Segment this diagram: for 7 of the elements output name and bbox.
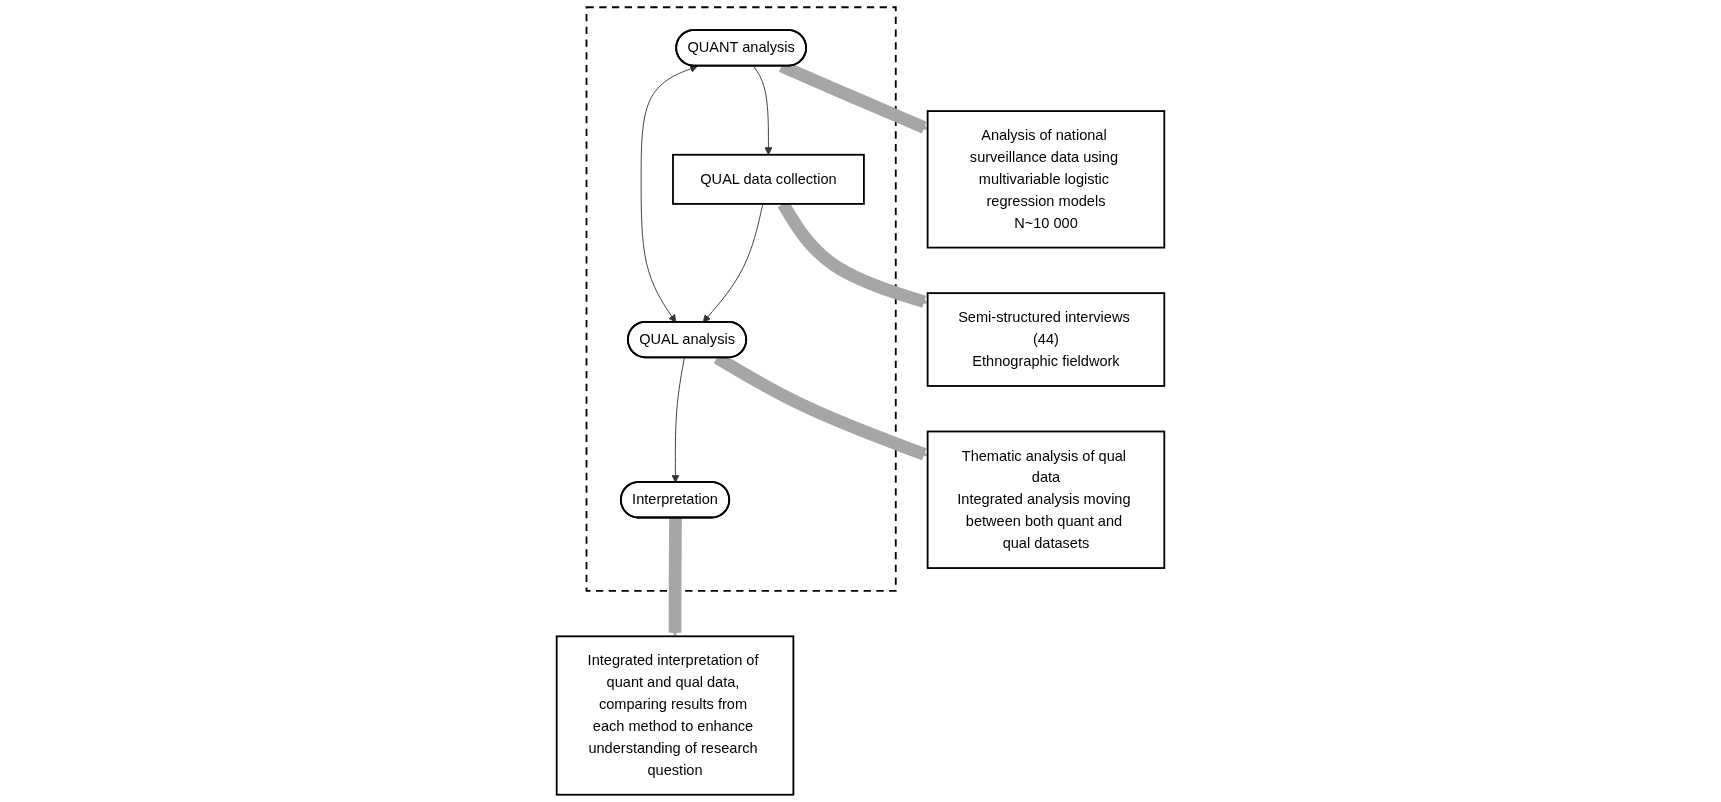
node-box: Analysis of national surveillance data using multivariable logistic regression models N~10 000 — [926, 110, 1166, 249]
cluster — [585, 6, 897, 592]
node-box: Thematic analysis of qual data Integrated analysis moving between both quant and qual datasets — [926, 430, 1166, 569]
node-box: Semi-structured interviews (44) Ethnographic fieldwork — [926, 292, 1166, 387]
arrow — [668, 517, 682, 637]
node-box: Integrated interpretation of quant and qual data, comparing results from each method to enhance understanding of research question — [555, 635, 795, 796]
node-box: QUAL data collection — [672, 153, 865, 205]
